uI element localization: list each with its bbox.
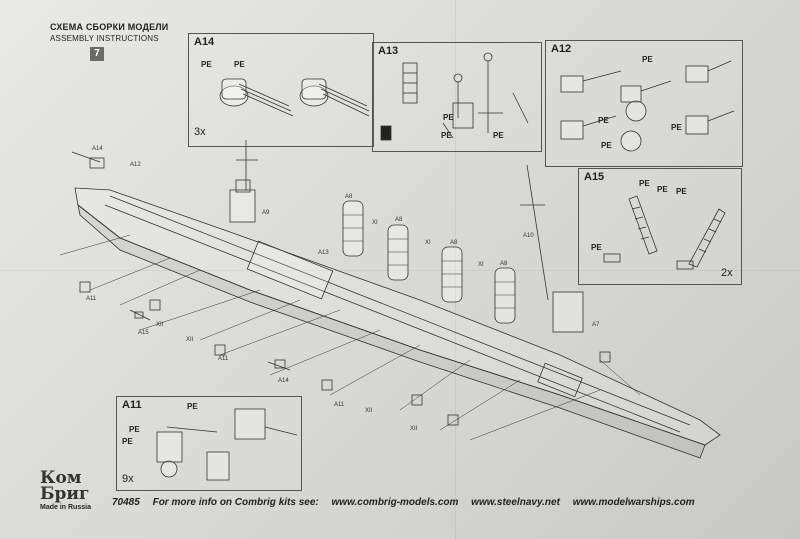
callout-a11: A11: [218, 356, 229, 362]
pe-label: PE: [493, 131, 504, 140]
footer-url-steelnavy: www.steelnavy.net: [471, 497, 560, 508]
pe-label: PE: [201, 60, 212, 69]
title-russian: СХЕМА СБОРКИ МОДЕЛИ: [50, 22, 169, 32]
pe-label: PE: [639, 179, 650, 188]
detail-panel-a13: A13 PE PE PE: [372, 42, 542, 152]
callout-xi: XI: [372, 220, 378, 226]
gun-mount-drawing: [156, 408, 298, 481]
detail-panel-a14: A14 PE PE 3x: [188, 33, 374, 147]
callout-a12: A12: [130, 162, 141, 168]
quantity: 2x: [721, 267, 733, 279]
footer-url-combrig: www.combrig-models.com: [331, 497, 459, 508]
callout-xii: XII: [365, 408, 373, 414]
callout-xii: XII: [156, 322, 164, 328]
detail-panel-a12: A12 PE PE PE PE: [545, 40, 743, 167]
callout-a11: A11: [334, 402, 345, 408]
pe-label: PE: [441, 131, 452, 140]
callout-a13: A13: [318, 250, 329, 256]
callout-a15: A15: [138, 330, 149, 336]
pe-label: PE: [187, 402, 198, 411]
step-number: 7: [90, 47, 104, 61]
pe-label: PE: [671, 123, 682, 132]
quantity: 9x: [122, 473, 134, 485]
pe-label: PE: [591, 243, 602, 252]
panel-label: A13: [378, 45, 399, 57]
callout-a7: A7: [592, 322, 600, 328]
footer-bar: 70485 For more info on Combrig kits see:…: [112, 497, 705, 508]
panel-label: A14: [194, 36, 215, 48]
made-in-label: Made in Russia: [40, 504, 91, 511]
sheet-header: СХЕМА СБОРКИ МОДЕЛИ ASSEMBLY INSTRUCTION…: [50, 22, 168, 61]
callout-a8: A8: [450, 240, 458, 246]
mount-drawing: [560, 60, 735, 152]
paper-fold: [0, 270, 800, 271]
pe-label: PE: [657, 185, 668, 194]
footer-text: For more info on Combrig kits see:: [152, 497, 319, 508]
pe-label: PE: [129, 425, 140, 434]
panel-label: A15: [584, 171, 605, 183]
pe-label: PE: [234, 60, 245, 69]
logo-line2: Бриг: [40, 484, 90, 504]
pe-label: PE: [443, 113, 454, 122]
callout-a8: A8: [395, 217, 403, 223]
callout-xii: XII: [410, 426, 418, 432]
callout-a14: A14: [278, 378, 289, 384]
detail-panel-a15: A15 PE PE PE PE 2x: [578, 168, 742, 285]
quantity: 3x: [194, 126, 206, 138]
fittings-drawing: [380, 52, 529, 141]
ladder-drawing: [603, 195, 726, 270]
logo-line1: Ком: [40, 468, 82, 488]
pe-label: PE: [598, 116, 609, 125]
callout-a8: A8: [500, 261, 508, 267]
callout-xi: XI: [478, 262, 484, 268]
callout-a10: A10: [523, 233, 534, 239]
pe-label: PE: [601, 141, 612, 150]
combrig-logo: Ком Бриг Made in Russia: [40, 468, 91, 512]
pe-label: PE: [122, 437, 133, 446]
callout-xii: XII: [186, 337, 194, 343]
title-english: ASSEMBLY INSTRUCTIONS: [50, 34, 159, 43]
panel-label: A11: [122, 399, 142, 411]
detail-panel-a11: A11 PE PE PE 9x: [116, 396, 302, 491]
callout-a8: A8: [345, 194, 353, 200]
pe-label: PE: [676, 187, 687, 196]
callout-a9: A9: [262, 210, 270, 216]
footer-url-modelwarships: www.modelwarships.com: [572, 497, 695, 508]
panel-label: A12: [551, 43, 572, 55]
pe-label: PE: [642, 55, 653, 64]
kit-code: 70485: [112, 497, 140, 508]
callout-a14: A14: [92, 146, 103, 152]
callout-a11: A11: [86, 296, 97, 302]
paper-fold: [455, 0, 456, 539]
gun-drawing: [219, 78, 370, 117]
callout-xi: XI: [425, 240, 431, 246]
